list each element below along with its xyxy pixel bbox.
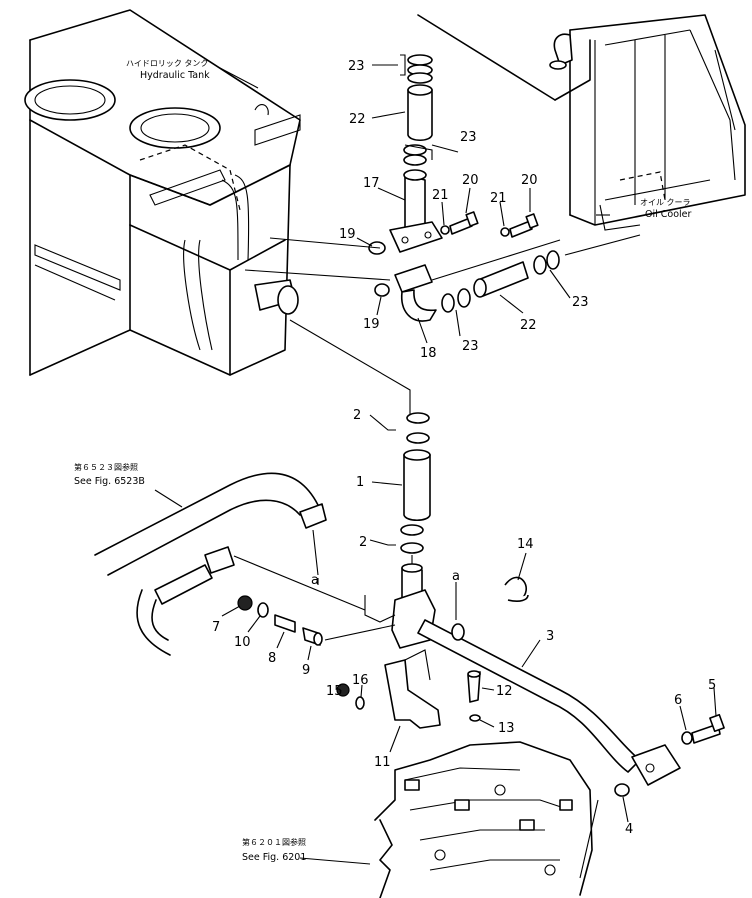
callout-13: 13 (498, 721, 515, 736)
oil-cooler-label: Oil Cooler (645, 209, 692, 220)
hydraulic-tank-jp-label: ハイドロリック タンク (126, 59, 208, 68)
hydraulic-tank-label: Hydraulic Tank (140, 70, 210, 81)
callout-16: 16 (352, 673, 369, 688)
see-6201-jp-label: 第６２０１図参照 (242, 837, 306, 847)
callout-19-bottom: 19 (363, 317, 380, 332)
callout-7: 7 (212, 620, 220, 635)
see-6523-jp-label: 第６５２３図参照 (74, 462, 138, 472)
callout-20-left: 20 (462, 173, 479, 188)
callout-22-top: 22 (349, 112, 366, 127)
callout-23-right: 23 (572, 295, 589, 310)
callout-12: 12 (496, 684, 513, 699)
callout-9: 9 (302, 663, 310, 678)
callout-21-left: 21 (432, 188, 449, 203)
callout-6: 6 (674, 693, 682, 708)
callout-20-right: 20 (521, 173, 538, 188)
part-callouts: 23 22 23 17 21 20 21 20 19 19 18 23 22 2… (212, 59, 716, 837)
callout-17: 17 (363, 176, 380, 191)
callout-5: 5 (708, 678, 716, 693)
callout-18: 18 (420, 346, 437, 361)
hydraulic-tank (24, 9, 301, 376)
fittings-row (237, 595, 323, 646)
callout-14: 14 (517, 537, 534, 552)
callout-15: 15 (326, 684, 343, 699)
oil-cooler-jp-label: オイル クーラ (640, 198, 691, 207)
connector-a-right: a (452, 569, 460, 584)
callout-23-lower: 23 (462, 339, 479, 354)
see-6201-label: See Fig. 6201 (242, 852, 306, 863)
callout-3: 3 (546, 629, 554, 644)
callout-19-top: 19 (339, 227, 356, 242)
upper-pipe-assembly (244, 54, 641, 322)
side-hoses (94, 472, 396, 656)
callout-8: 8 (268, 651, 276, 666)
callout-10: 10 (234, 635, 251, 650)
callout-23-second: 23 (460, 130, 477, 145)
control-valve (374, 741, 593, 898)
callout-21-right: 21 (490, 191, 507, 206)
caption-labels: ハイドロリック タンク Hydraulic Tank オイル クーラ Oil C… (74, 59, 692, 863)
see-6523-label: See Fig. 6523B (74, 476, 145, 487)
callout-11: 11 (374, 755, 391, 770)
callout-22-lower: 22 (520, 318, 537, 333)
leader-lines (154, 54, 717, 865)
callout-2-top: 2 (353, 408, 361, 423)
callout-23-top: 23 (348, 59, 365, 74)
connector-a-left: a (311, 573, 319, 588)
callout-2-bottom: 2 (359, 535, 367, 550)
callout-4: 4 (625, 822, 633, 837)
pipe-3 (417, 576, 725, 879)
middle-pipe-assembly (289, 319, 436, 649)
bracket-11 (336, 649, 481, 729)
oil-cooler (417, 14, 746, 231)
callout-1: 1 (356, 475, 364, 490)
